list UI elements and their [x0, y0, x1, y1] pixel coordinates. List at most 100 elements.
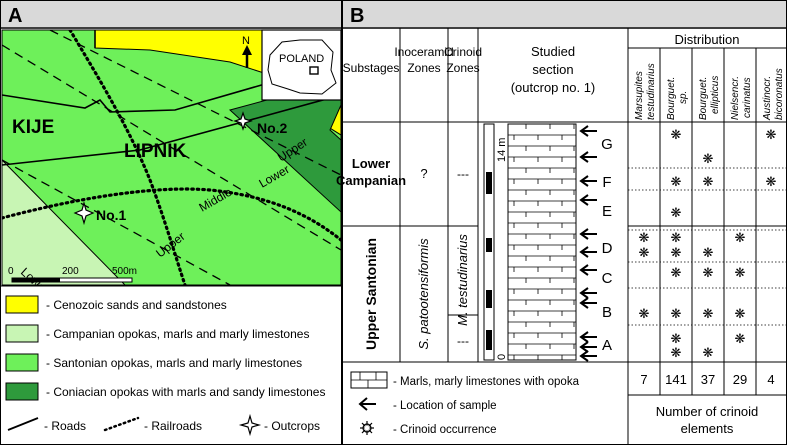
sample-arrows	[579, 125, 597, 362]
total-marsupites: 7	[640, 372, 647, 387]
panel-a: A	[0, 0, 342, 445]
crinoid-occurrence-mark: ❋	[671, 331, 682, 346]
total-bourguet-sp: 141	[665, 372, 687, 387]
taxon-2-genus: Bourguet.	[666, 77, 677, 120]
substage-upper-santonian: Upper Santonian	[363, 238, 379, 350]
legend-label-railroads: - Railroads	[144, 419, 202, 433]
sample-arrow-icon	[579, 297, 597, 309]
taxon-5-species: bicoronatus	[774, 68, 785, 120]
taxon-4-species: carinatus	[742, 77, 753, 118]
section-scale-bottom: 0	[496, 354, 508, 360]
legend-swatch-cenozoic	[5, 295, 39, 314]
sample-arrow-icon	[579, 175, 597, 187]
town-label-lipnik: LIPNIK	[124, 141, 187, 162]
key-label-marls: - Marls, marly limestones with opoka	[393, 376, 580, 388]
inset-locator: POLAND	[261, 29, 342, 101]
crinoid-occurrence-mark: ❋	[703, 265, 714, 280]
crinoid-occurrence-mark: ❋	[703, 174, 714, 189]
campanian-area	[2, 159, 126, 285]
panel-a-label: A	[8, 5, 22, 27]
sample-arrow-icon	[579, 264, 597, 276]
bed-e: E	[602, 203, 612, 220]
substage-lower-campanian-2: Campanian	[336, 173, 406, 188]
crinoid-occurrence-mark: ❋	[766, 127, 777, 142]
taxon-3-species: ellipticus	[710, 76, 721, 114]
key-label-crinoid: - Crinoid occurrence	[393, 424, 497, 436]
bed-d: D	[602, 240, 613, 257]
outcrop-label-2: No.2	[257, 120, 288, 136]
key-label-sample: - Location of sample	[393, 400, 497, 412]
occurrence-marks: ❋❋❋❋❋❋❋❋❋❋❋❋❋❋❋❋❋❋❋❋❋❋❋❋	[639, 127, 777, 360]
crinoid-zone-lower-dash: ---	[457, 334, 469, 348]
layer-boundaries	[2, 30, 341, 285]
inoceramid-zone-unknown: ?	[420, 166, 427, 181]
bed-b: B	[602, 304, 612, 321]
north-arrow-icon: N	[242, 35, 252, 68]
crinoid-occurrence-mark: ❋	[735, 306, 746, 321]
scale-bar: 0 200 500m	[8, 266, 137, 283]
taxon-4-genus: Nielsencr.	[730, 76, 741, 120]
legend-label-santonian: - Santonian opokas, marls and marly lime…	[46, 356, 302, 370]
totals-caption-1: Number of crinoid	[656, 404, 759, 419]
road-symbol-icon	[7, 417, 39, 431]
crinoid-occurrence-mark: ❋	[671, 174, 682, 189]
crinoid-zone-testudinarius: M. testudinarius	[455, 234, 470, 326]
sample-arrow-icon	[579, 151, 597, 163]
header-section-2: section	[532, 62, 573, 77]
header-section-1: Studied	[531, 44, 575, 59]
header-section-3: (outcrop no. 1)	[511, 80, 596, 95]
sample-arrow-icon	[579, 350, 597, 362]
crinoid-occurrence-mark: ❋	[735, 331, 746, 346]
sample-arrow-icon	[579, 331, 597, 343]
crinoid-occurrence-mark: ❋	[671, 265, 682, 280]
crinoid-occurrence-mark: ❋	[703, 306, 714, 321]
section-scale-column: 14 m 0	[483, 123, 508, 361]
crinoid-occurrence-mark: ❋	[671, 205, 682, 220]
section-scale-top: 14 m	[496, 138, 508, 162]
outcrop-symbol-icon	[238, 413, 262, 437]
legend-label-roads: - Roads	[44, 419, 86, 433]
railroad-symbol-icon	[103, 416, 140, 432]
crinoid-occurrence-icon	[360, 421, 374, 435]
crinoid-occurrence-mark: ❋	[671, 230, 682, 245]
header-inoceramid-1: Inoceramid	[394, 45, 453, 59]
taxon-5-genus: Austinocr.	[762, 76, 773, 121]
legend-swatch-santonian	[5, 353, 39, 372]
taxon-1-species: testudinarius	[646, 63, 657, 120]
crinoid-occurrence-mark: ❋	[671, 127, 682, 142]
legend-label-coniacian: - Coniacian opokas with marls and sandy …	[46, 385, 325, 399]
crinoid-occurrence-mark: ❋	[671, 306, 682, 321]
crinoid-occurrence-mark: ❋	[671, 345, 682, 360]
crinoid-occurrence-mark: ❋	[639, 245, 650, 260]
sample-arrow-icon	[579, 194, 597, 206]
scale-end: 500m	[112, 266, 137, 277]
sample-arrow-icon	[579, 341, 597, 353]
crinoid-occurrence-mark: ❋	[703, 245, 714, 260]
legend-label-campanian: - Campanian opokas, marls and marly lime…	[46, 327, 309, 341]
panel-b: B Substages Ino	[336, 0, 787, 445]
scale-start: 0	[8, 266, 14, 277]
taxon-2-species: sp.	[678, 91, 689, 104]
bed-f: F	[602, 174, 611, 191]
lithology-column	[507, 123, 577, 361]
header-substages: Substages	[343, 61, 400, 75]
crinoid-occurrence-mark: ❋	[703, 151, 714, 166]
outcrop-label-1: No.1	[96, 207, 127, 223]
table-grid	[342, 28, 787, 445]
crinoid-occurrence-mark: ❋	[639, 306, 650, 321]
sample-arrow-icon	[579, 287, 597, 299]
header-crinoid-1: Crinoid	[444, 45, 482, 59]
total-austinocr: 4	[767, 372, 774, 387]
crinoid-occurrence-mark: ❋	[703, 345, 714, 360]
inoceramid-zone-patootensiformis: S. patootensiformis	[416, 238, 431, 350]
bed-c: C	[602, 270, 613, 287]
roads	[2, 30, 341, 166]
panel-a-header	[1, 1, 341, 27]
map-legend: - Cenozoic sands and sandstones - Campan…	[0, 285, 342, 437]
sample-arrow-icon	[358, 397, 376, 411]
header-distribution: Distribution	[674, 32, 739, 47]
inset-country-label: POLAND	[279, 53, 324, 65]
taxa-headers: Marsupites testudinarius Bourguet. sp. B…	[634, 63, 785, 121]
header-inoceramid-2: Zones	[407, 61, 440, 75]
